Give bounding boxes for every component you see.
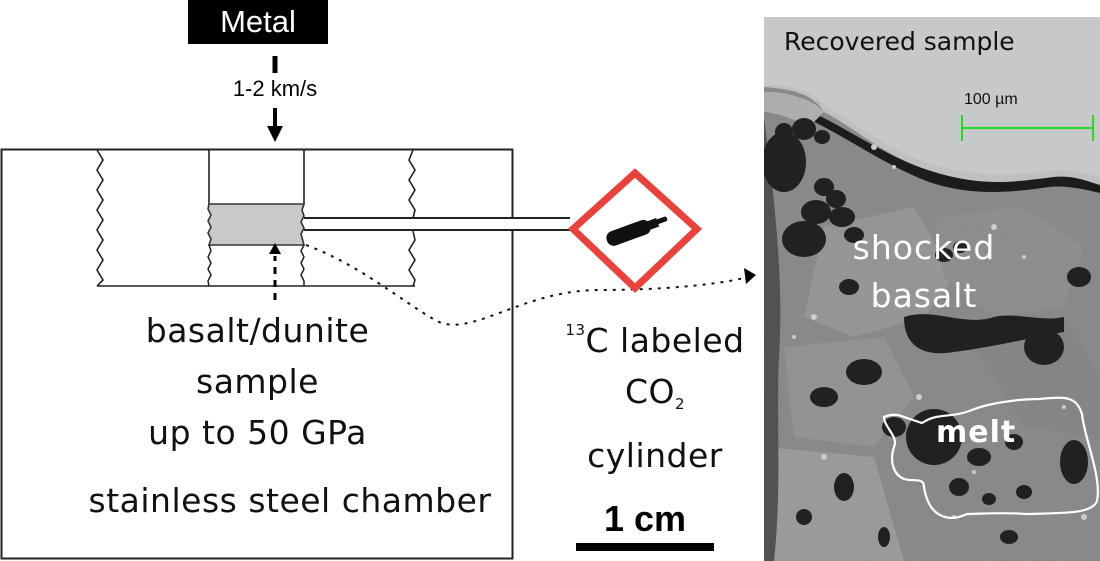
sample-pointer-arrow	[269, 243, 281, 300]
shocked-basalt-label: shocked basalt	[834, 224, 1014, 320]
sample-label-line: sample	[196, 362, 319, 401]
shocked-label-line1: shocked	[852, 228, 996, 267]
gas-label-text: C labeled	[585, 321, 745, 360]
scale-bar	[576, 543, 714, 551]
micro-scale-bar	[961, 115, 1094, 141]
sample-label-line: basalt/dunite	[145, 311, 370, 350]
gas-cylinder-hazard-icon	[567, 168, 703, 293]
sample-label-line: up to 50 GPa	[148, 413, 367, 452]
gas-formula: CO2	[545, 366, 765, 430]
formula-subscript: 2	[674, 395, 686, 413]
micro-scale-label: 100 µm	[964, 91, 1018, 108]
impact-velocity-label: 1-2 km/s	[195, 76, 355, 102]
impact-arrow	[267, 56, 283, 142]
sample-label: basalt/dunite sample up to 50 GPa	[95, 305, 420, 458]
sem-texture	[764, 17, 1100, 561]
formula-base: CO	[624, 372, 675, 411]
gas-label: 13C labeled CO2 cylinder	[545, 305, 765, 481]
sem-title: Recovered sample	[784, 27, 1015, 56]
target-assembly	[96, 149, 416, 287]
recovery-path-arrow	[305, 244, 756, 326]
melt-label: melt	[936, 415, 1017, 450]
sem-micrograph: Recovered sample 100 µm shocked basalt m…	[764, 17, 1100, 561]
gas-label-line1: 13C labeled	[545, 305, 765, 366]
gas-label-line3: cylinder	[587, 436, 723, 475]
chamber-label: stainless steel chamber	[88, 481, 492, 520]
sample-disk	[207, 203, 306, 246]
shocked-label-line2: basalt	[870, 276, 978, 315]
scale-bar-label: 1 cm	[603, 498, 687, 539]
projectile-label: Metal	[188, 0, 328, 44]
isotope-superscript: 13	[565, 321, 586, 339]
chamber-outline	[0, 148, 514, 560]
melt-region-outline	[882, 396, 1099, 519]
gas-inlet-pipe	[304, 217, 570, 231]
